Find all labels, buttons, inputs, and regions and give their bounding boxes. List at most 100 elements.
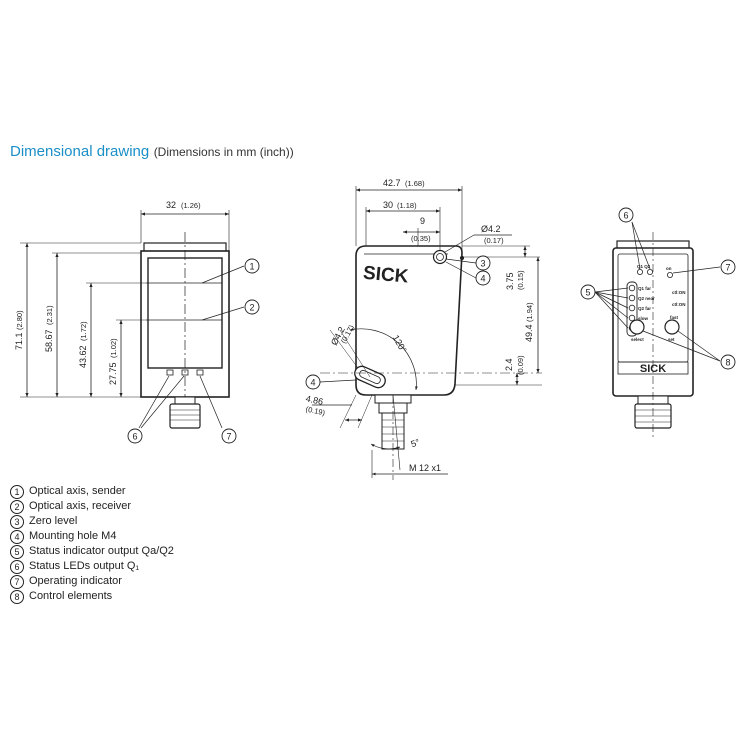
legend-num: 7 — [10, 575, 24, 589]
leader-1 — [201, 265, 245, 284]
back-mode-b: ctl:ON — [672, 302, 686, 307]
legend-text: Status indicator output Qa/Q2 — [29, 545, 174, 557]
dim-thread: M 12 x1 — [409, 463, 441, 473]
legend-text: Optical axis, sender — [29, 485, 126, 497]
legend-num: 6 — [10, 560, 24, 574]
dim-width-in: (1.26) — [181, 201, 201, 210]
dim-hole-dia-2-in: (0.17) — [339, 323, 356, 345]
legend-num: 3 — [10, 515, 24, 529]
dim-height-c-in: (1.72) — [79, 321, 88, 341]
legend-text: Mounting hole M4 — [29, 530, 117, 542]
front-connector-neck — [174, 396, 196, 405]
callout-5-label: 5 — [585, 288, 590, 298]
legend-num: 5 — [10, 545, 24, 559]
back-knob-left-label: select — [631, 337, 644, 342]
callout-4-label: 4 — [480, 274, 485, 284]
legend-text: Status LEDs output Q₁ — [29, 560, 140, 572]
dim-side-width-total-in: (1.68) — [405, 179, 425, 188]
side-mounting-hole-top — [432, 249, 448, 265]
back-led-label-3: Q2 far — [638, 306, 651, 311]
dim-486-in: (0.19) — [305, 404, 327, 417]
back-knob-right-label: set — [668, 337, 675, 342]
back-view — [580, 207, 736, 440]
title-sub: (Dimensions in mm (inch)) — [153, 145, 294, 159]
page-title: Dimensional drawing (Dimensions in mm (i… — [10, 143, 294, 161]
dim-hole-dia-in: (0.17) — [484, 236, 504, 245]
side-view — [305, 186, 542, 480]
callout-2-front — [244, 299, 260, 315]
callout-4-lower-label: 4 — [310, 378, 315, 388]
callout-8-label: 8 — [725, 358, 730, 368]
legend-text: Operating indicator — [29, 575, 122, 587]
front-led-3 — [196, 369, 204, 376]
dim-width: 32 — [166, 200, 176, 210]
dim-side-offset: 9 — [420, 216, 425, 226]
dim-24: 2.4 — [504, 358, 514, 371]
dim-375-in: (0.15) — [516, 270, 525, 290]
front-view-labels: 1 2 6 7 32 (1.26) 71.1 (2.80) 58.67 (2.3… — [14, 200, 255, 442]
back-brand-logo: SICK — [640, 363, 666, 375]
dim-375: 3.75 — [505, 272, 515, 290]
callout-1-front — [244, 258, 260, 274]
callout-8-back — [720, 354, 736, 370]
back-op-label: on — [666, 266, 672, 271]
back-knob-set — [664, 319, 680, 335]
side-brand-logo: SICK — [362, 263, 409, 288]
callout-6-front — [127, 428, 143, 444]
callout-3-label: 3 — [480, 259, 485, 269]
callout-3-side — [475, 255, 491, 271]
legend-num: 8 — [10, 590, 24, 604]
callout-5-back — [580, 284, 596, 300]
callout-4-side-lower — [305, 374, 321, 390]
dim-side-width-b: 30 — [383, 200, 393, 210]
callout-4-side — [475, 270, 491, 286]
back-status-led-q1 — [637, 268, 644, 275]
dim-486: 4.86 — [305, 393, 324, 406]
dim-angle-5: 5° — [410, 437, 422, 449]
callout-2-label: 2 — [249, 303, 254, 313]
back-status-led-q2 — [647, 268, 654, 275]
leader-2 — [201, 306, 245, 321]
callout-7-front — [221, 428, 237, 444]
legend-item: 7 Operating indicator — [10, 574, 174, 589]
legend-num: 4 — [10, 530, 24, 544]
dim-494: 49.4 — [524, 324, 534, 342]
back-led-label-4: slow — [638, 316, 649, 321]
back-mode-a: ctl:ON — [672, 290, 686, 295]
title-main: Dimensional drawing — [10, 143, 150, 160]
front-connector-body — [169, 403, 201, 429]
back-led-label-1: Q1 far — [638, 286, 651, 291]
dim-height-total: 71.1 — [14, 332, 24, 350]
dim-side-width-b-in: (1.18) — [397, 201, 417, 210]
front-led-1 — [166, 369, 174, 376]
back-knob-select — [629, 319, 645, 335]
legend-item: 6 Status LEDs output Q₁ — [10, 559, 174, 574]
back-view-labels: 6 5 7 8 SICK Q1 Q2 Q1 far Q2 near Q2 far… — [585, 211, 730, 376]
legend-text: Control elements — [29, 590, 113, 602]
back-led-label-0: Q1 Q2 — [637, 264, 651, 269]
front-view — [20, 210, 260, 444]
dim-height-b-in: (2.31) — [45, 305, 54, 325]
dim-height-d-in: (1.02) — [109, 338, 118, 358]
callout-6-back-label: 6 — [623, 211, 628, 221]
callout-7-back-label: 7 — [725, 263, 730, 273]
legend-item: 8 Control elements — [10, 589, 174, 604]
dim-hole-dia: Ø4.2 — [481, 224, 501, 234]
callout-6-back — [618, 207, 634, 223]
legend-text: Optical axis, receiver — [29, 500, 132, 512]
back-led-label-2: Q2 near — [638, 296, 655, 301]
dim-494-in: (1.94) — [525, 302, 534, 322]
callout-7-back — [720, 259, 736, 275]
dim-side-width-total: 42.7 — [383, 178, 401, 188]
dim-height-d: 27.75 — [108, 362, 118, 385]
dim-height-total-in: (2.80) — [15, 310, 24, 330]
dim-side-offset-in: (0.35) — [411, 234, 431, 243]
back-operating-led — [667, 271, 674, 278]
legend-item: 4 Mounting hole M4 — [10, 529, 174, 544]
back-fast-label: fast — [670, 315, 679, 320]
front-led-2 — [181, 369, 189, 376]
